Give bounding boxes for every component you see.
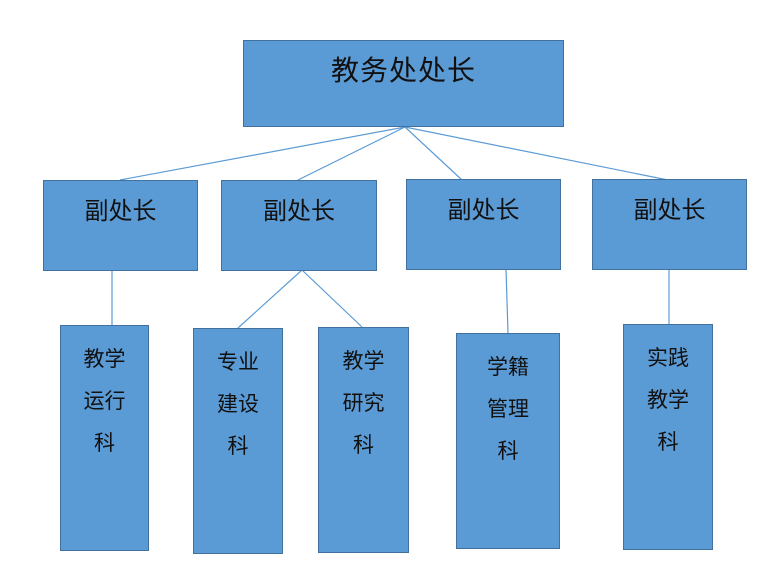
deputy-director-label: 副处长 (263, 197, 335, 225)
deputy-director-box-4: 副处长 (592, 179, 747, 270)
deputy-director-box-3: 副处长 (406, 179, 561, 270)
deputy-director-box-2: 副处长 (221, 180, 377, 271)
director-label: 教务处处长 (330, 54, 476, 87)
connector-root-deputy-4 (404, 126, 669, 181)
connector-root-deputy-1 (119, 126, 406, 181)
deputy-director-label: 副处长 (633, 196, 706, 224)
section-box-practical-teaching: 实践 教学 科 (623, 324, 713, 550)
connector-deputy-3-section-4 (505, 268, 509, 334)
connector-root-deputy-2 (297, 126, 406, 181)
section-box-program-development: 专业 建设 科 (193, 328, 283, 554)
section-box-teaching-research: 教学 研究 科 (318, 327, 409, 553)
section-label: 学籍 管理 科 (487, 355, 529, 463)
connector-root-deputy-3 (404, 126, 463, 181)
section-label: 专业 建设 科 (217, 350, 259, 458)
section-box-teaching-operations: 教学 运行 科 (60, 325, 149, 551)
connector-deputy-2-section-2 (237, 269, 303, 329)
connector-deputy-2-section-3 (301, 269, 363, 328)
deputy-director-label: 副处长 (84, 197, 157, 225)
section-label: 教学 研究 科 (342, 349, 385, 457)
section-box-student-records: 学籍 管理 科 (456, 333, 560, 549)
deputy-director-label: 副处长 (447, 196, 520, 224)
section-label: 教学 运行 科 (83, 347, 126, 455)
director-box: 教务处处长 (243, 40, 564, 127)
section-label: 实践 教学 科 (647, 346, 689, 454)
deputy-director-box-1: 副处长 (43, 180, 198, 271)
